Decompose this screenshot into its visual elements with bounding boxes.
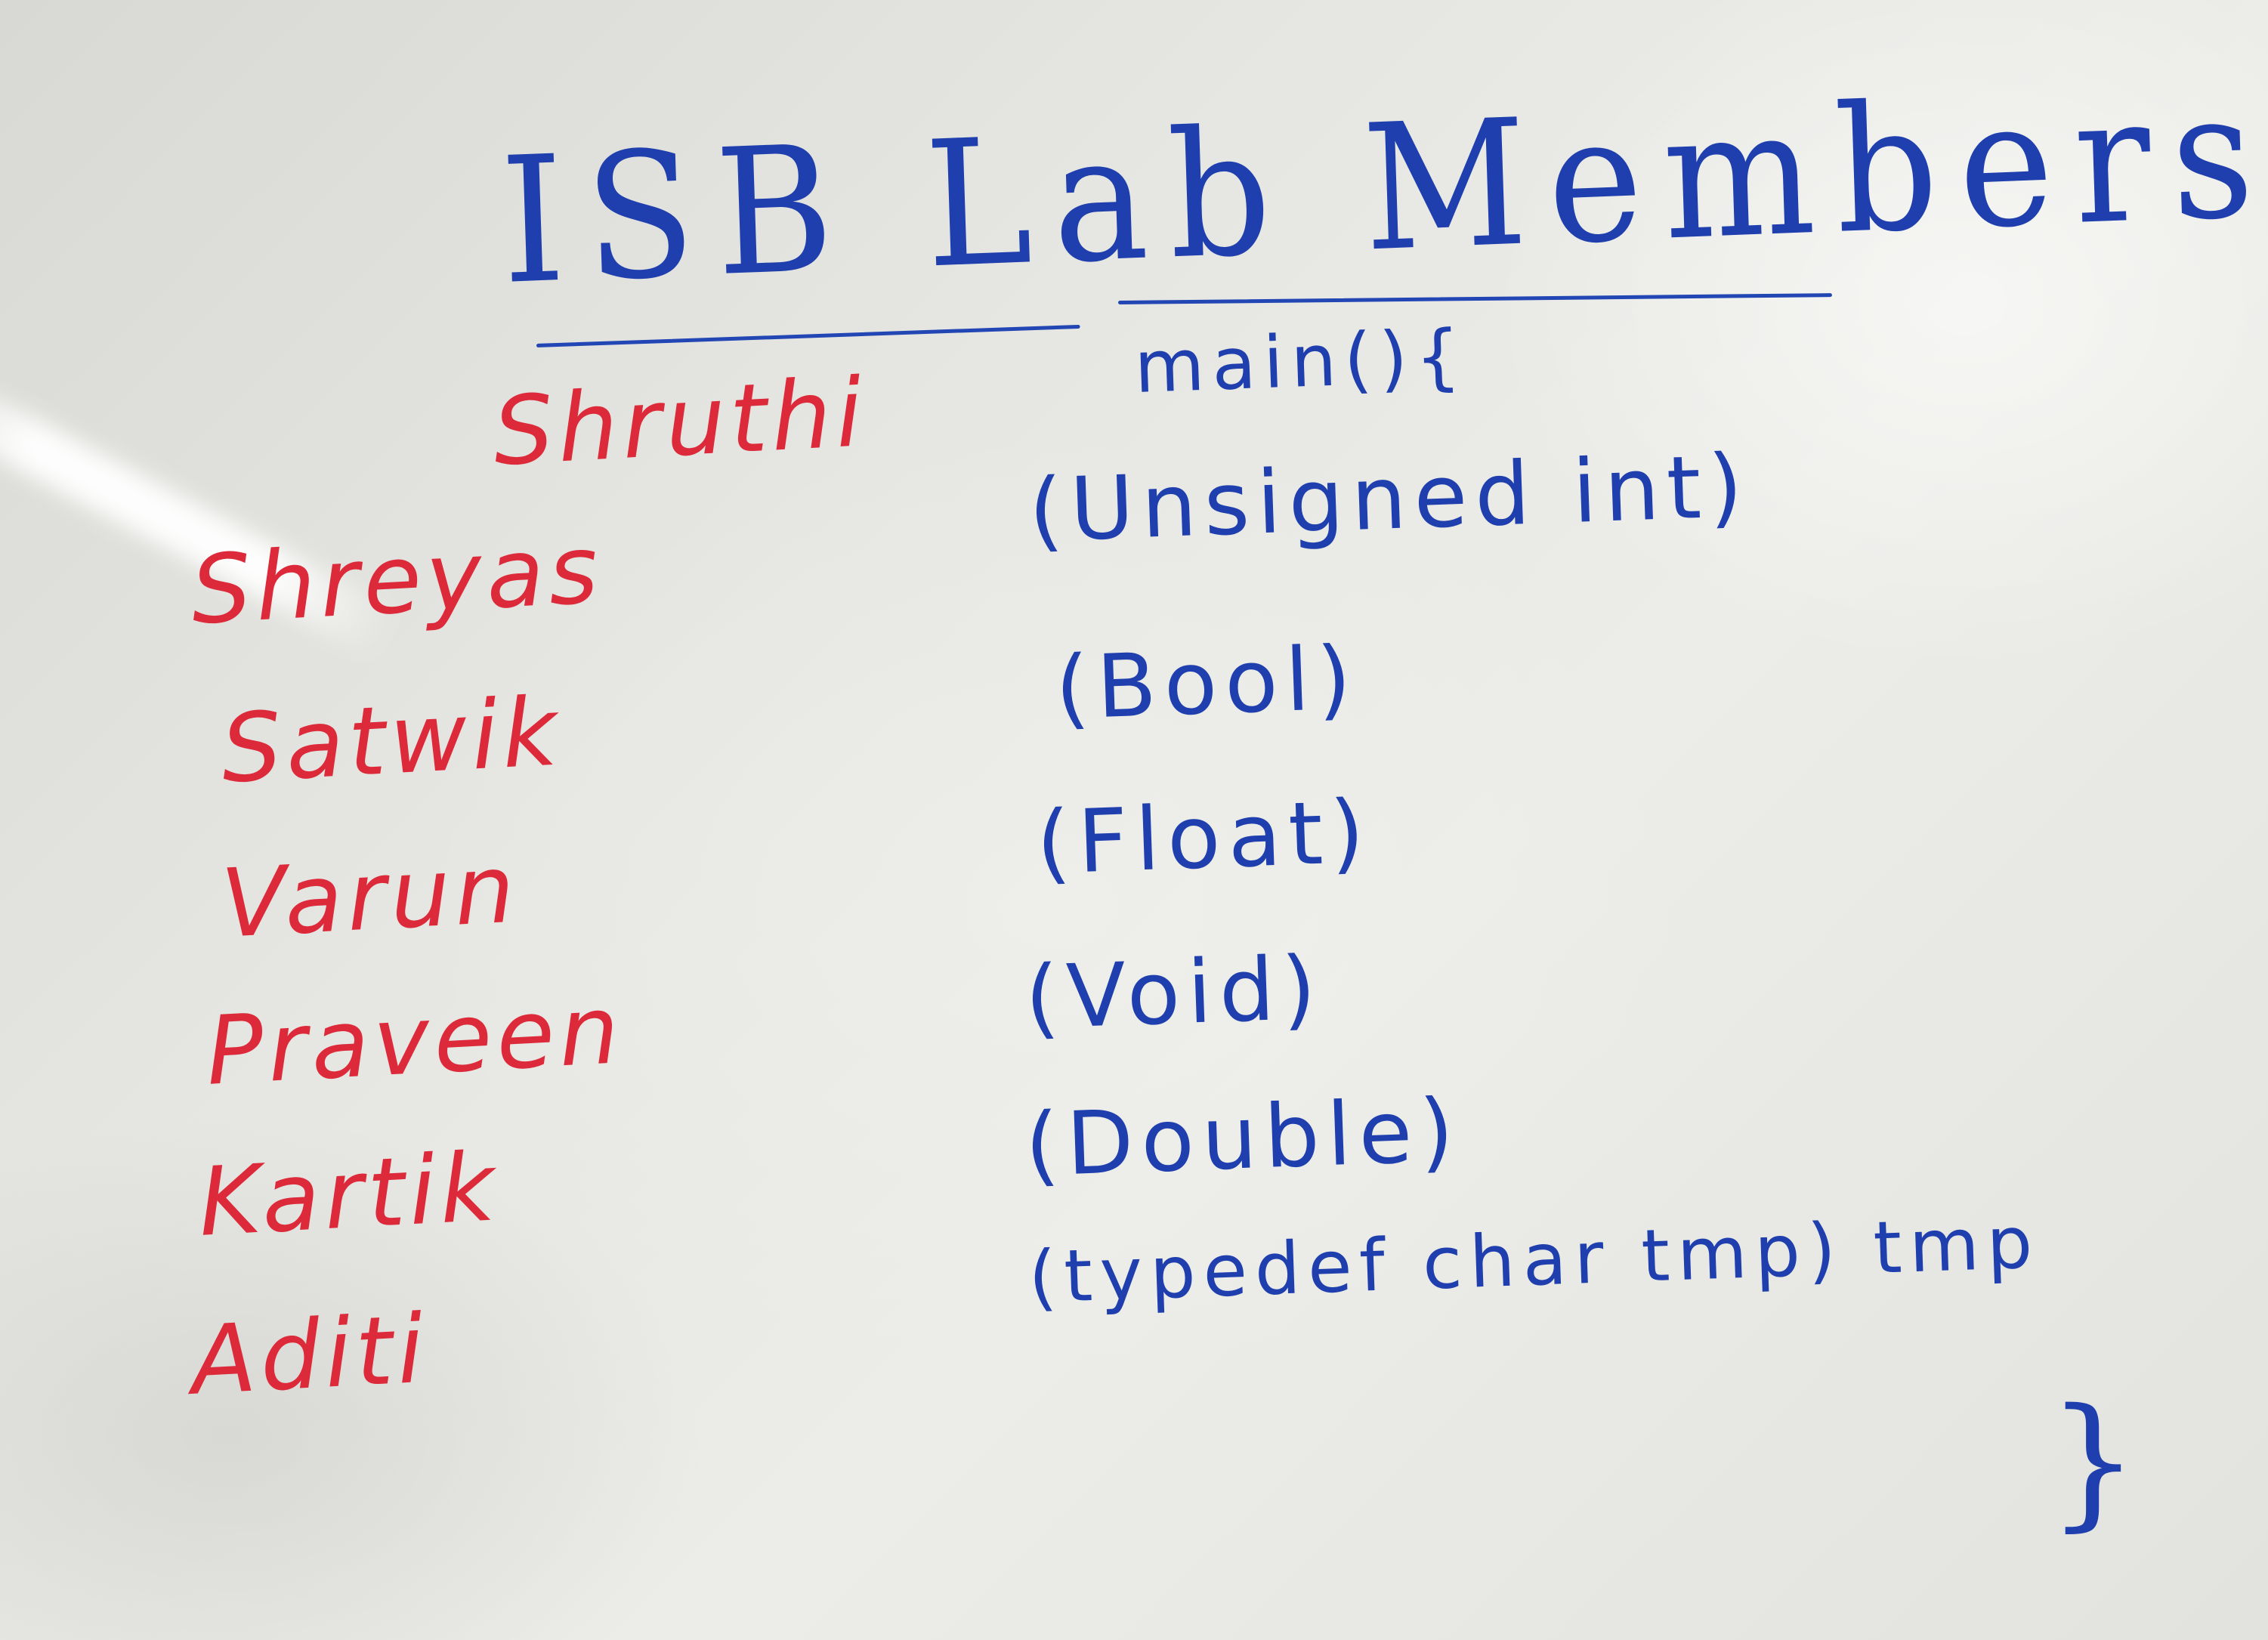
code-main-open: main(){: [1132, 314, 1470, 409]
code-line: (Float): [1034, 781, 1373, 894]
member-name: Shruthi: [490, 358, 870, 487]
member-name: Praveen: [203, 975, 626, 1107]
code-line: (Double): [1023, 1079, 1463, 1197]
member-name: Satwik: [218, 677, 564, 805]
member-name: Kartik: [196, 1132, 502, 1258]
title-underline-left: [536, 324, 1080, 347]
member-name: Aditi: [188, 1294, 431, 1416]
code-line: (Unsigned int): [1027, 435, 1752, 562]
code-line: (Bool): [1053, 628, 1361, 740]
board-title: ISB Lab Members: [498, 54, 2268, 323]
code-line: (Void): [1023, 937, 1325, 1049]
code-main-close: }: [2047, 1378, 2139, 1545]
code-line: (typedef char tmp) tmp: [1027, 1201, 2041, 1320]
member-name: Shreyas: [188, 514, 605, 646]
member-name: Varun: [218, 834, 522, 959]
